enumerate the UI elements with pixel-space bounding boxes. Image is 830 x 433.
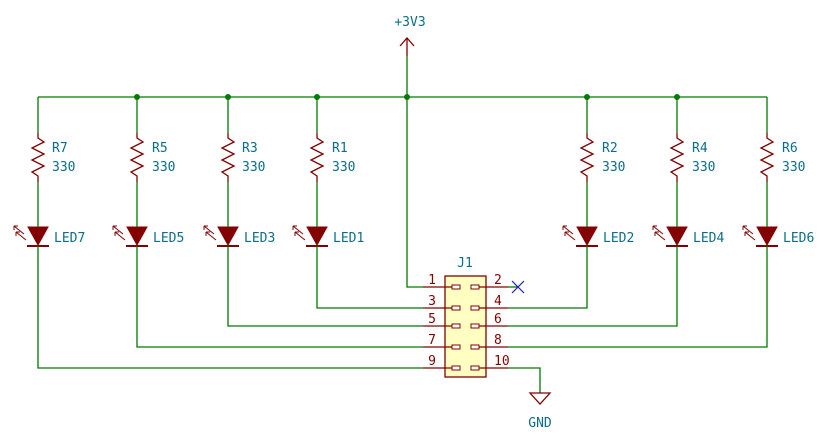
resistor-value: 330: [332, 160, 355, 175]
pin-number: 4: [494, 294, 502, 309]
wires: [37, 56, 768, 393]
led-ref: LED1: [333, 231, 364, 246]
ground-symbol: GND: [528, 392, 552, 431]
led-led1: LED1: [292, 223, 364, 250]
resistor-value: 330: [602, 160, 625, 175]
led-led2: LED2: [562, 223, 634, 250]
power-symbol-3v3: +3V3: [394, 15, 426, 56]
light-rays-icon: [13, 225, 27, 241]
resistor-r6: R6 330: [759, 133, 805, 182]
resistor-value: 330: [242, 160, 265, 175]
led-icon: [217, 226, 239, 247]
resistor-ref: R6: [782, 141, 798, 156]
resistor-icon: [579, 133, 595, 182]
led-icon: [756, 226, 778, 247]
pin-number: 5: [428, 312, 436, 327]
led-led3: LED3: [203, 223, 275, 250]
light-rays-icon: [742, 225, 756, 241]
junction-dot: [225, 94, 231, 100]
pin-number: 10: [494, 354, 510, 369]
led-led7: LED7: [13, 223, 85, 250]
resistor-r7: R7 330: [30, 133, 75, 182]
resistor-r1: R1 330: [309, 133, 355, 182]
resistor-ref: R3: [242, 141, 258, 156]
resistor-ref: R1: [332, 141, 348, 156]
light-rays-icon: [652, 225, 666, 241]
led-icon: [576, 226, 598, 247]
resistor-icon: [309, 133, 325, 182]
led-icon: [126, 226, 148, 247]
junction-dot: [404, 94, 410, 100]
light-rays-icon: [292, 225, 306, 241]
resistor-ref: R2: [602, 141, 618, 156]
resistor-value: 330: [52, 160, 75, 175]
resistor-value: 330: [782, 160, 805, 175]
leds: LED7 LED5 LED3 LED1 LED2: [13, 223, 814, 250]
light-rays-icon: [112, 225, 126, 241]
led-icon: [27, 226, 49, 247]
ground-label: GND: [528, 416, 552, 431]
light-rays-icon: [562, 225, 576, 241]
resistor-r2: R2 330: [579, 133, 625, 182]
led-ref: LED4: [693, 231, 724, 246]
resistor-value: 330: [152, 160, 175, 175]
resistor-icon: [129, 133, 145, 182]
led-led4: LED4: [652, 223, 724, 250]
led-icon: [306, 226, 328, 247]
led-led6: LED6: [742, 223, 814, 250]
pin-number: 6: [494, 312, 502, 327]
power-label: +3V3: [394, 15, 425, 30]
resistor-r4: R4 330: [669, 133, 715, 182]
resistor-ref: R7: [52, 141, 68, 156]
pin-number: 9: [428, 354, 436, 369]
junction-dot: [674, 94, 680, 100]
resistor-icon: [759, 133, 775, 182]
light-rays-icon: [203, 225, 217, 241]
junctions: [134, 94, 680, 100]
resistor-icon: [220, 133, 236, 182]
junction-dot: [314, 94, 320, 100]
resistor-value: 330: [692, 160, 715, 175]
led-ref: LED2: [603, 231, 634, 246]
led-icon: [666, 226, 688, 247]
led-ref: LED6: [783, 231, 814, 246]
led-ref: LED3: [244, 231, 275, 246]
resistor-icon: [669, 133, 685, 182]
pin-number: 8: [494, 333, 502, 348]
no-connect-icon: [511, 280, 525, 294]
pin-number: 1: [428, 273, 436, 288]
led-led5: LED5: [112, 223, 184, 250]
resistor-r3: R3 330: [220, 133, 265, 182]
resistor-icon: [30, 133, 46, 182]
pin-number: 3: [428, 294, 436, 309]
junction-dot: [584, 94, 590, 100]
led-ref: LED7: [54, 231, 85, 246]
connector-ref: J1: [457, 256, 473, 271]
pin-number: 2: [494, 273, 502, 288]
resistors: R7 330 R5 330 R3 330 R1 330 R2 330 R4 33…: [30, 133, 805, 182]
resistor-ref: R5: [152, 141, 168, 156]
led-ref: LED5: [153, 231, 184, 246]
resistor-ref: R4: [692, 141, 708, 156]
resistor-r5: R5 330: [129, 133, 175, 182]
connector-j1: J1 1 3 5 7 9 2 4 6 8 10: [423, 256, 525, 378]
pin-number: 7: [428, 333, 436, 348]
junction-dot: [134, 94, 140, 100]
ground-icon: [528, 392, 552, 405]
